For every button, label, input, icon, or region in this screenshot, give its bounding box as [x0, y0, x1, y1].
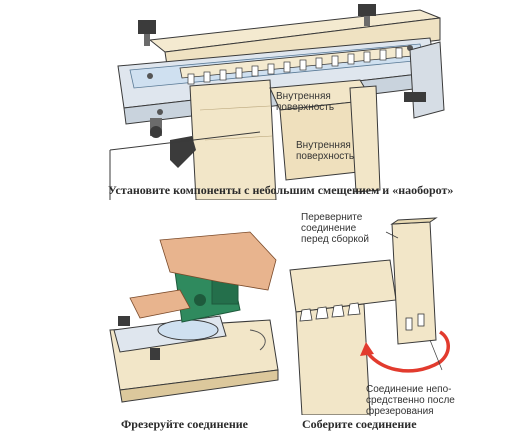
inner-surface-label-1-line2: поверхность	[276, 102, 335, 113]
inner-surface-label-2: Внутренняя поверхность	[296, 140, 354, 162]
knob-icon	[138, 20, 156, 46]
routing-drawing	[109, 231, 279, 403]
after-routing-label-line3: фрезерования	[366, 406, 434, 417]
knob-icon	[358, 4, 376, 26]
after-routing-label-line1: Соединение непо-	[366, 384, 452, 395]
after-routing-label-line2: средственно после	[366, 395, 455, 406]
assembly-illustration	[280, 210, 514, 415]
clamp-knob-icon	[170, 136, 196, 168]
clamp-knob-icon	[404, 92, 426, 102]
inner-surface-label-1-line1: Внутренняя	[276, 91, 331, 102]
clamp-knob-icon	[118, 316, 130, 326]
routing-caption: Фрезеруйте соединение	[121, 417, 248, 431]
assembly-caption: Соберите соединение	[302, 417, 417, 431]
flip-joint-label-line2: соединение	[301, 223, 357, 234]
flip-joint-label-line3: перед сборкой	[301, 234, 369, 245]
clamp-knob-icon	[150, 348, 160, 360]
routing-illustration	[100, 220, 280, 410]
clamp-knob-icon	[150, 118, 162, 138]
jig-drawing	[109, 4, 445, 200]
flip-joint-label: Переверните соединение перед сборкой	[301, 212, 369, 245]
after-routing-label: Соединение непо- средственно после фрезе…	[366, 384, 455, 417]
top-caption: Установите компоненты с небольшим смещен…	[108, 183, 454, 197]
assembly-drawing	[289, 217, 450, 415]
arrow-icon	[364, 330, 450, 373]
flip-joint-label-line1: Переверните	[301, 212, 363, 223]
inner-surface-label-2-line2: поверхность	[296, 151, 355, 162]
inner-surface-label-2-line1: Внутренняя	[296, 140, 351, 151]
jig-illustration	[0, 0, 514, 200]
inner-surface-label-1: Внутренняя поверхность	[276, 91, 334, 113]
